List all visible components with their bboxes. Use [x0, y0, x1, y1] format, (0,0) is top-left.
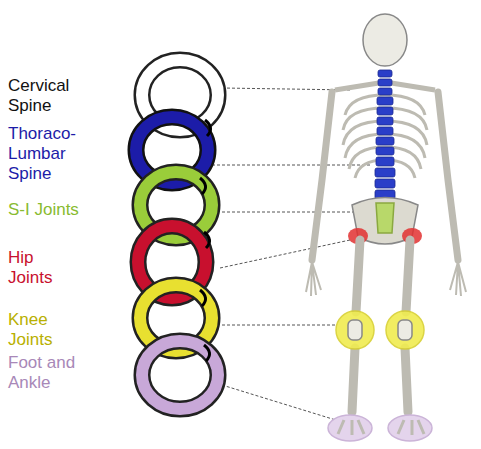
region-label: Hip Joints — [8, 248, 66, 288]
region-label: Thoraco-Lumbar Spine — [8, 124, 88, 184]
region-label: Cervical Spine — [8, 76, 90, 116]
region-label: Foot and Ankle — [8, 353, 96, 393]
region-label: S-I Joints — [8, 200, 108, 220]
ring-chain — [136, 60, 218, 409]
region-label: Knee Joints — [8, 310, 70, 350]
leader-lines — [212, 88, 372, 425]
skeleton — [306, 14, 466, 441]
